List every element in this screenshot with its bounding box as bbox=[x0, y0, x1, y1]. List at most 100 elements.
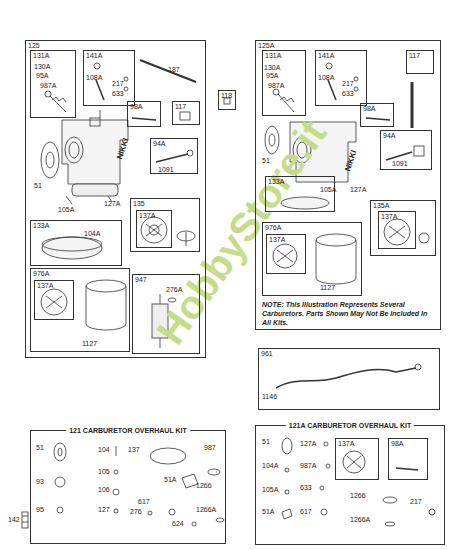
part-stroke bbox=[57, 507, 63, 513]
part-group-box: 135A137A bbox=[370, 200, 436, 256]
callout-number: 1266 bbox=[350, 492, 366, 500]
part-group-box: 117 bbox=[172, 101, 200, 125]
part-stroke bbox=[94, 63, 100, 69]
part-stroke bbox=[41, 142, 59, 178]
part-group-box: 961 bbox=[258, 348, 440, 410]
part-stroke bbox=[343, 451, 365, 473]
part-stroke bbox=[160, 338, 161, 348]
group-number: 125A bbox=[258, 42, 274, 50]
callout-number: 95A bbox=[36, 72, 48, 80]
part-group-box: 135 137A bbox=[130, 198, 200, 252]
part-stroke bbox=[354, 77, 358, 81]
callout-number: 987A bbox=[268, 82, 284, 90]
callout-number: 987A bbox=[40, 82, 56, 90]
callout-number: 142 bbox=[8, 516, 20, 524]
brand-text: NIKKI bbox=[344, 149, 358, 172]
group-number: 137A bbox=[37, 282, 53, 290]
callout-number: 105A bbox=[262, 486, 278, 494]
callout-number: 130A bbox=[264, 64, 280, 72]
callout-number: 1146 bbox=[262, 393, 277, 401]
part-stroke bbox=[320, 486, 324, 490]
part-stroke bbox=[65, 137, 83, 163]
part-stroke bbox=[186, 232, 187, 246]
part-stroke bbox=[429, 509, 435, 515]
callout-number: 617 bbox=[300, 508, 312, 516]
part-stroke bbox=[22, 516, 28, 517]
part-stroke bbox=[192, 522, 196, 526]
callout-number: 1266A bbox=[196, 506, 216, 514]
group-number: 125 bbox=[28, 42, 40, 50]
part-stroke bbox=[328, 80, 336, 100]
callout-number: 1127 bbox=[82, 340, 97, 348]
part-stroke bbox=[383, 497, 397, 503]
part-group-box: 125131A141A98A11794A133A135137A976A137A9… bbox=[25, 40, 206, 358]
part-stroke bbox=[46, 152, 54, 168]
part-stroke bbox=[54, 443, 66, 461]
part-group-box: 137A bbox=[335, 438, 379, 480]
callout-number: 617 bbox=[138, 498, 150, 506]
part-stroke bbox=[208, 469, 220, 475]
group-number: 961 bbox=[261, 350, 273, 358]
part-stroke bbox=[42, 237, 102, 259]
group-number: 121 CARBURETOR OVERHAUL KIT bbox=[66, 426, 190, 435]
part-group-box: 133A bbox=[30, 220, 122, 266]
part-stroke bbox=[282, 438, 292, 454]
callout-number: 633 bbox=[112, 90, 124, 98]
part-group-box: 137A bbox=[136, 210, 172, 248]
part-stroke bbox=[282, 509, 292, 519]
part-stroke bbox=[100, 110, 101, 118]
part-stroke bbox=[86, 286, 126, 330]
callout-number: 106 bbox=[98, 486, 110, 494]
part-stroke bbox=[132, 118, 156, 120]
group-number: 135 bbox=[133, 200, 145, 208]
part-group-box: 125A131A141A11798A94A133A135A137A976A137… bbox=[255, 40, 441, 330]
callout-number: 1091 bbox=[158, 166, 174, 174]
callout-number: 95A bbox=[266, 72, 278, 80]
callout-number: 127A bbox=[350, 186, 366, 194]
kit-box: 121A CARBURETOR OVERHAUL KIT137A98A bbox=[255, 425, 445, 545]
part-stroke bbox=[415, 364, 421, 370]
group-number: 94A bbox=[153, 140, 165, 148]
part-stroke bbox=[414, 146, 424, 156]
group-number: 133A bbox=[33, 222, 49, 230]
part-stroke bbox=[316, 240, 356, 284]
part-group-box: 141A bbox=[83, 50, 135, 106]
part-stroke bbox=[124, 87, 128, 91]
callout-number: 127A bbox=[104, 200, 120, 208]
group-number: 137A bbox=[381, 213, 397, 221]
part-stroke bbox=[72, 184, 118, 196]
part-group-box: 117 bbox=[406, 50, 434, 74]
callout-number: 217 bbox=[112, 80, 124, 88]
part-stroke bbox=[354, 87, 358, 91]
part-stroke bbox=[69, 142, 79, 158]
part-stroke bbox=[156, 154, 188, 162]
part-stroke bbox=[419, 233, 429, 243]
kit-box: 121 CARBURETOR OVERHAUL KIT bbox=[30, 430, 226, 544]
part-stroke bbox=[150, 448, 186, 464]
group-number: 98A bbox=[363, 105, 375, 113]
part-stroke bbox=[22, 522, 28, 523]
group-number: 98A bbox=[130, 103, 142, 111]
callout-number: 1266 bbox=[196, 482, 212, 490]
part-stroke bbox=[86, 280, 126, 292]
part-stroke bbox=[90, 118, 100, 126]
callout-number: 987 bbox=[204, 444, 216, 452]
callout-number: 137 bbox=[128, 446, 140, 454]
group-number: 141A bbox=[318, 52, 334, 60]
group-number: 117 bbox=[409, 52, 420, 60]
callout-number: 217 bbox=[410, 498, 422, 506]
group-number: 141A bbox=[86, 52, 102, 60]
part-stroke bbox=[396, 468, 418, 470]
part-group-box: 94A bbox=[380, 130, 432, 170]
callout-number: 51A bbox=[164, 476, 176, 484]
group-number: 137A bbox=[269, 236, 285, 244]
callout-number: 104A bbox=[262, 462, 278, 470]
part-stroke bbox=[321, 509, 327, 515]
part-stroke bbox=[366, 118, 390, 120]
callout-number: 130A bbox=[34, 63, 50, 71]
part-group-box: 976A137A bbox=[30, 268, 130, 352]
group-number: 118 bbox=[221, 92, 232, 100]
group-number: 976A bbox=[265, 224, 281, 232]
part-stroke bbox=[96, 80, 104, 100]
part-stroke bbox=[384, 219, 410, 245]
